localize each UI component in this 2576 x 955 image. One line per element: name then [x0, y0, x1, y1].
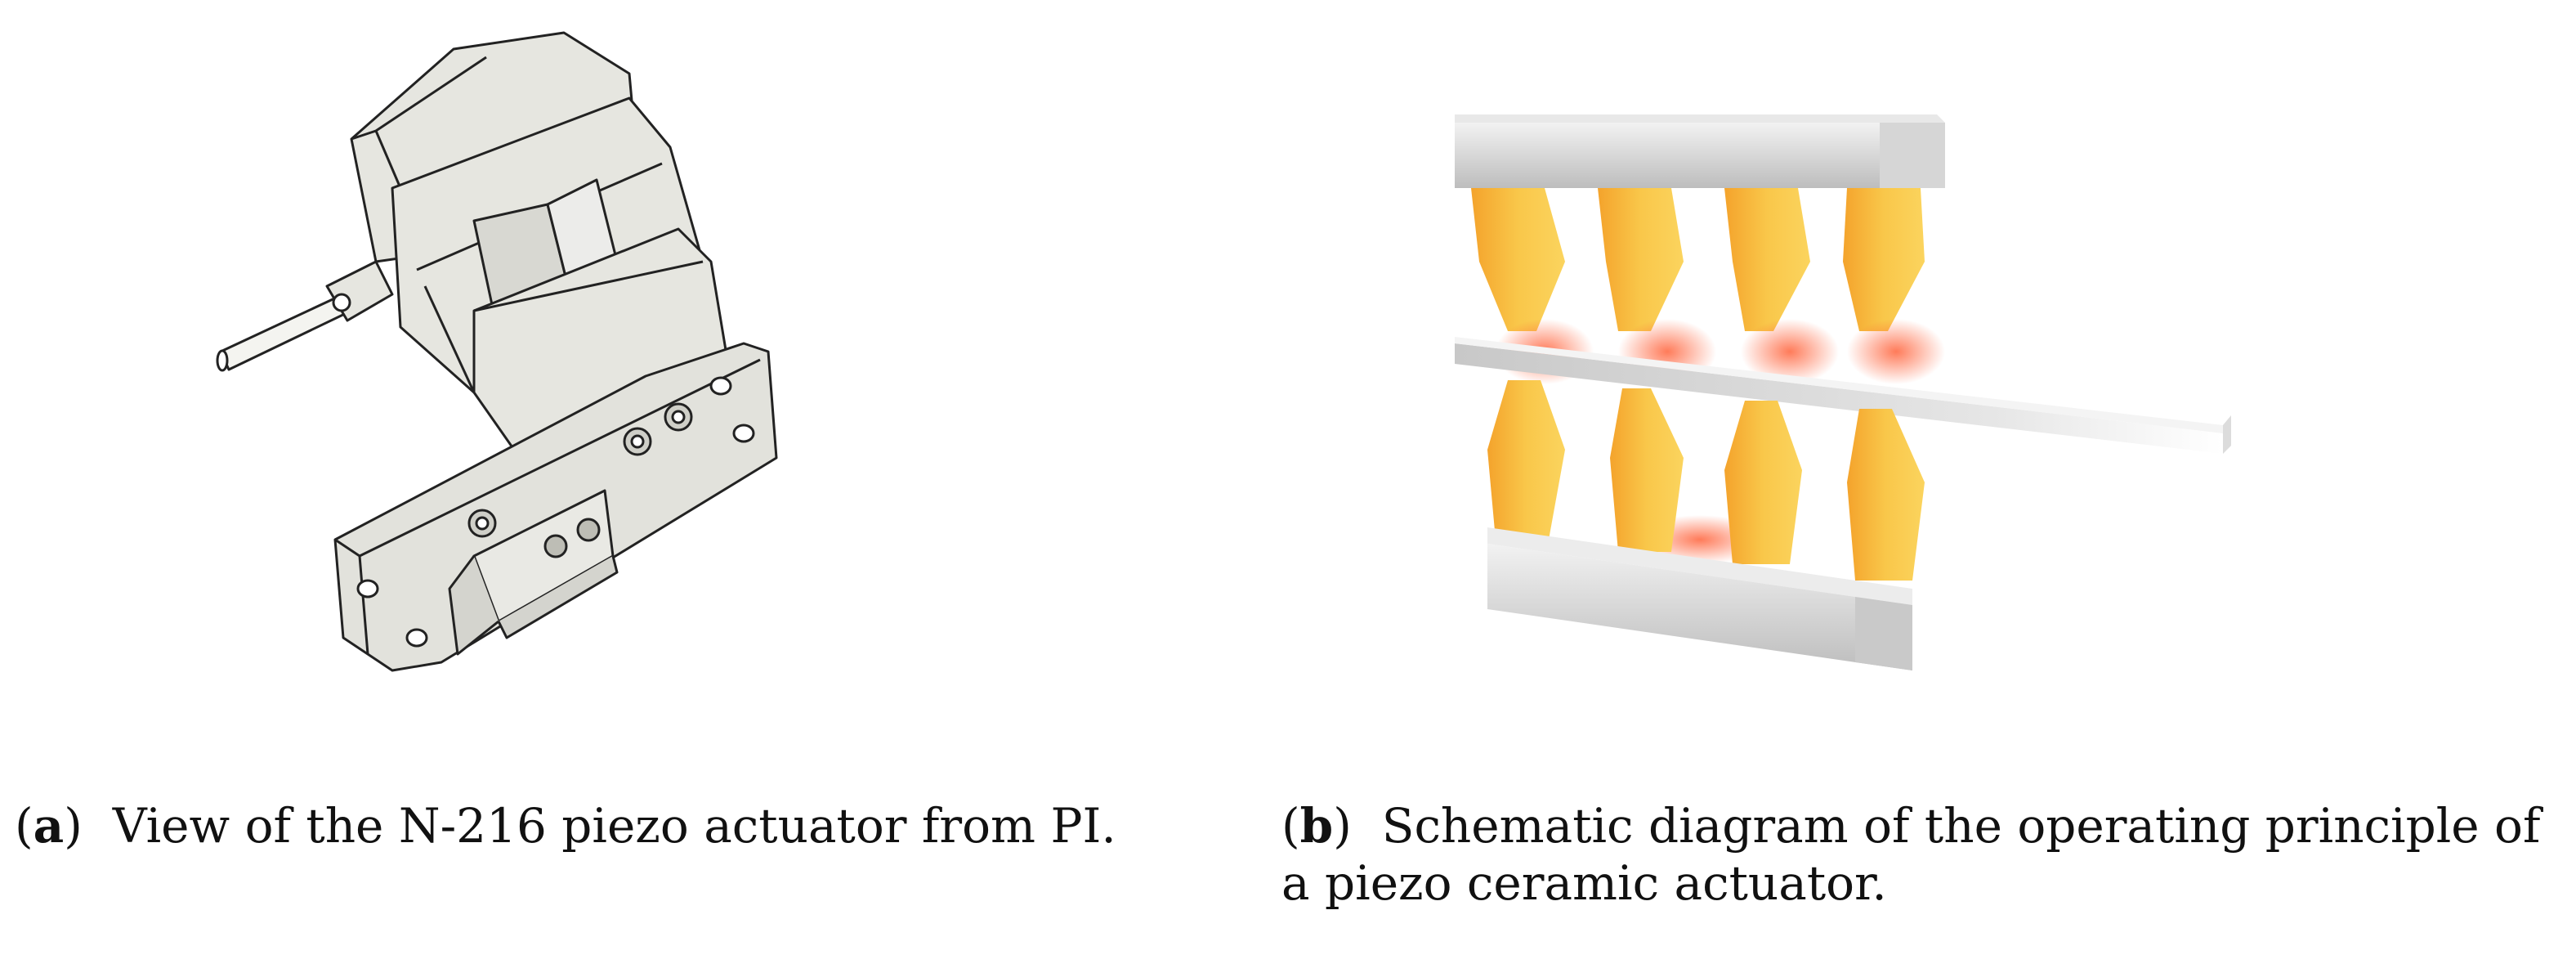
subfigure-a-caption-text: View of the N-216 piezo actuator from PI… — [112, 798, 1116, 854]
piezo-schematic — [1389, 82, 2280, 711]
cable-end — [216, 349, 229, 372]
piezo-schematic-svg — [1455, 114, 2231, 670]
upper-legs — [1471, 188, 1925, 331]
actuator-drawing — [204, 16, 981, 720]
flange — [333, 342, 778, 672]
subfigure-b-label: b — [1299, 798, 1334, 854]
bottom-bar — [1487, 527, 1912, 670]
subfigure-b-caption: (b) Schematic diagram of the operating p… — [1281, 798, 2541, 911]
drive-rod — [1455, 337, 2231, 454]
top-bar — [1455, 114, 1945, 188]
actuator-drawing-svg — [216, 31, 778, 672]
subfigure-b-caption-text: Schematic diagram of the operating princ… — [1281, 798, 2541, 911]
subfigure-a-caption: (a) View of the N-216 piezo actuator fro… — [15, 798, 1116, 854]
cable — [219, 293, 353, 371]
lower-legs — [1487, 380, 1925, 581]
subfigure-a-label: a — [33, 798, 65, 854]
